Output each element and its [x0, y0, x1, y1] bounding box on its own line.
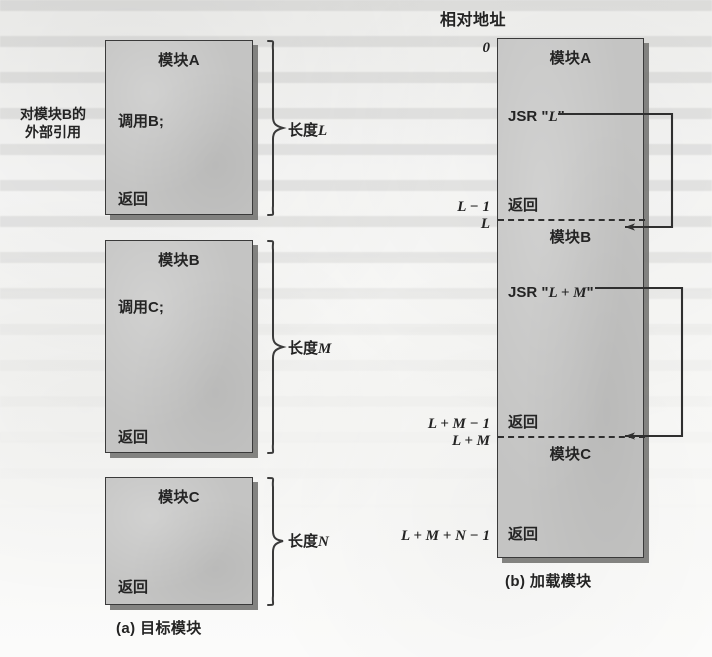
object-module-c-return: 返回	[118, 579, 149, 596]
address-label-l: L	[480, 216, 490, 232]
object-module-b-box[interactable]: 模块B 调用C; 返回	[105, 240, 253, 453]
jsr-lm-mnemonic: JSR	[508, 284, 538, 301]
object-module-b-return: 返回	[118, 429, 149, 446]
object-module-a-box[interactable]: 模块A 调用B; 返回	[105, 40, 253, 215]
object-module-b-title: 模块B	[158, 252, 200, 269]
load-module-segment-a-return: 返回	[508, 197, 539, 214]
address-label-l-plus-m-plus-n-minus-1: L + M + N − 1	[401, 528, 490, 544]
jsr-l-close-quote: "	[557, 108, 565, 125]
object-module-a-call: 调用B;	[118, 113, 164, 130]
object-module-b-call: 调用C;	[118, 299, 164, 316]
length-m-label: 长度M	[288, 337, 331, 358]
length-m-prefix: 长度	[288, 340, 319, 357]
length-n-label: 长度N	[288, 530, 329, 551]
load-module-jsr-l: JSR "L"	[508, 108, 565, 126]
caption-object-modules: (a) 目标模块	[116, 620, 202, 637]
object-module-c-title: 模块C	[158, 489, 200, 506]
caption-load-module: (b) 加载模块	[505, 573, 592, 590]
length-l-variable: L	[318, 123, 328, 139]
load-module-segment-b-title: 模块B	[549, 229, 592, 246]
load-module-segment-c-title: 模块C	[549, 446, 592, 463]
relative-address-heading: 相对地址	[440, 12, 507, 29]
jsr-lm-operand: L + M	[548, 285, 587, 301]
external-reference-note-line2: 外部引用	[25, 123, 81, 140]
load-module-segment-b-return: 返回	[508, 414, 539, 431]
external-reference-note: 对模块B的 外部引用	[2, 106, 104, 141]
length-n-brace	[267, 477, 284, 606]
object-module-a-title: 模块A	[158, 52, 200, 69]
jsr-l-mnemonic: JSR	[508, 108, 538, 125]
segment-divider-b-c	[498, 436, 645, 438]
address-label-l-plus-m-minus-1: L + M − 1	[427, 416, 490, 432]
load-module-segment-c-return: 返回	[508, 526, 539, 543]
object-module-a-return: 返回	[118, 191, 149, 208]
jsr-l-operand: L	[548, 109, 558, 125]
length-n-variable: N	[318, 534, 329, 550]
length-m-variable: M	[318, 341, 332, 357]
length-m-brace	[267, 240, 287, 454]
jsr-lm-close-quote: "	[586, 284, 594, 301]
length-n-prefix: 长度	[288, 533, 319, 550]
length-l-prefix: 长度	[288, 122, 319, 139]
load-module-box[interactable]: 模块A JSR "L" 返回 模块B JSR "L + M" 返回 模块C 返回	[497, 38, 645, 558]
address-label-0: 0	[482, 40, 491, 56]
object-module-c-box[interactable]: 模块C 返回	[105, 477, 253, 605]
length-l-brace	[267, 40, 287, 216]
address-label-l-plus-m: L + M	[452, 433, 490, 449]
segment-divider-a-b	[498, 219, 645, 221]
length-l-label: 长度L	[288, 119, 327, 140]
load-module-segment-a-title: 模块A	[549, 50, 592, 67]
load-module-jsr-l-plus-m: JSR "L + M"	[508, 284, 594, 302]
external-reference-note-line1: 对模块B的	[19, 106, 87, 122]
address-label-l-minus-1: L − 1	[457, 199, 490, 215]
